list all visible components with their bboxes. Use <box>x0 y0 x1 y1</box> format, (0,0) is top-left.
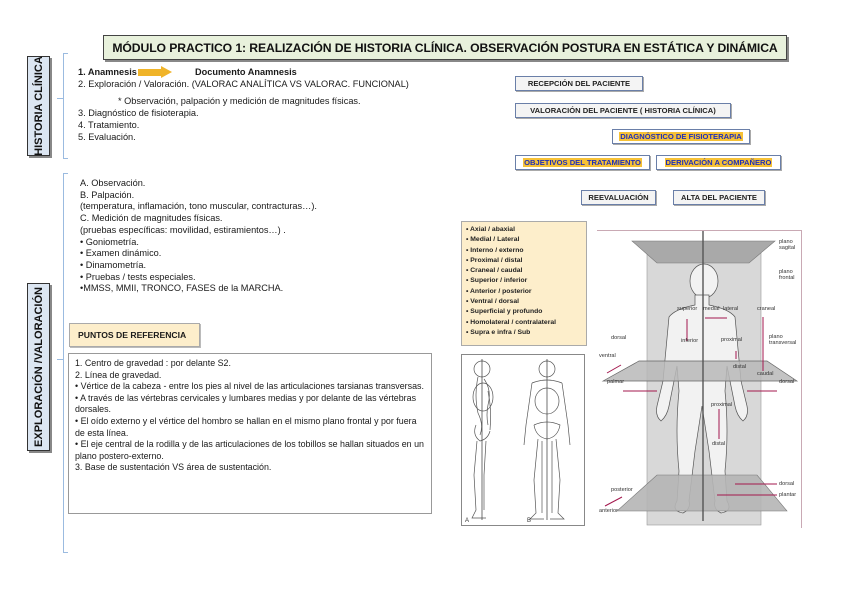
term-item: • Homolateral / contralateral <box>466 318 557 326</box>
reference-line: 1. Centro de gravedad : por delante S2. <box>75 358 231 368</box>
label-posterior: posterior <box>611 487 633 493</box>
exploracion-line: •MMSS, MMII, TRONCO, FASES de la MARCHA. <box>80 283 284 294</box>
term-item: • Interno / externo <box>466 246 524 254</box>
label-dorsal: dorsal <box>611 335 627 341</box>
label-distal-leg: distal <box>712 441 726 447</box>
term-item: • Superior / inferior <box>466 277 528 285</box>
label-palmar: palmar <box>607 379 625 385</box>
exploracion-line: C. Medición de magnitudes físicas. <box>80 213 223 224</box>
term-item: • Medial / Lateral <box>466 236 520 244</box>
section-label-exploracion-text: EXPLORACIÓN /VALORACIÓN <box>32 287 45 447</box>
exploracion-line: • Goniometría. <box>80 236 139 247</box>
label-dorsal-foot: dorsal <box>779 481 795 487</box>
historia-item-1-target: Documento Anamnesis <box>195 67 297 77</box>
historia-item-3: 3. Diagnóstico de fisioterapia. <box>78 108 199 119</box>
flow-alta: ALTA DEL PACIENTE <box>673 190 765 205</box>
label-plano-sagital: plano sagital <box>779 239 796 251</box>
exploracion-line: (temperatura, inflamación, tono muscular… <box>80 201 317 212</box>
label-craneal: craneal <box>757 306 776 312</box>
term-item: • Axial / abaxial <box>466 226 515 233</box>
exploracion-line: B. Palpación. <box>80 189 135 200</box>
anatomical-planes-image: plano sagital plano frontal superior med… <box>597 230 802 528</box>
label-anterior: anterior <box>599 508 618 514</box>
flow-derivacion-text: DERIVACIÓN A COMPAÑERO <box>664 158 773 167</box>
label-plantar: plantar <box>779 492 797 498</box>
exploracion-line: • Pruebas / tests especiales. <box>80 271 196 282</box>
section-label-historia: HISTORIA CLÍNICA <box>27 56 50 156</box>
term-item: • Supra e infra / Sub <box>466 328 531 336</box>
exploracion-line: (pruebas específicas: movilidad, estiram… <box>80 224 286 235</box>
flow-objetivos: OBJETIVOS DEL TRATAMIENTO <box>515 155 650 170</box>
term-item: • Anterior / posterior <box>466 287 532 295</box>
historia-note: * Observación, palpación y medición de m… <box>118 96 361 107</box>
label-proximal: proximal <box>721 337 743 343</box>
historia-item-2: 2. Exploración / Valoración. (VALORAC AN… <box>78 78 409 89</box>
term-item: • Superficial y profundo <box>466 308 543 316</box>
label-superior: superior <box>677 306 698 312</box>
flow-alta-text: ALTA DEL PACIENTE <box>681 193 757 202</box>
label-inferior: inferior <box>681 338 699 344</box>
label-medial: medial <box>703 306 720 312</box>
label-lateral: lateral <box>723 306 739 312</box>
svg-text:A: A <box>465 518 469 524</box>
skeleton-posture-image: A B <box>461 354 585 526</box>
exploracion-list: A. Observación. B. Palpación. (temperatu… <box>80 178 317 295</box>
term-item: • Craneal / caudal <box>466 267 523 275</box>
label-dorsal-hand: dorsal <box>779 379 795 385</box>
reference-line: • Vértice de la cabeza - entre los pies … <box>75 381 424 392</box>
flow-recepcion-text: RECEPCIÓN DEL PACIENTE <box>527 79 631 88</box>
section-label-exploracion: EXPLORACIÓN /VALORACIÓN <box>27 283 50 451</box>
bracket-historia <box>57 53 68 159</box>
label-plano-transversal: plano transversal <box>769 334 797 346</box>
reference-line: 3. Base de sustentación VS área de suste… <box>75 462 272 473</box>
reference-line: • El eje central de la rodilla y de las … <box>75 439 424 461</box>
historia-item-1: 1. Anamnesis <box>78 67 137 77</box>
flow-diagnostico-text: DIAGNÓSTICO DE FISIOTERAPIA <box>619 132 743 141</box>
label-proximal-leg: proximal <box>711 402 733 408</box>
label-distal: distal <box>733 364 747 370</box>
exploracion-line: • Examen dinámico. <box>80 248 162 259</box>
arrow-right-icon <box>138 66 172 79</box>
svg-text:B: B <box>527 518 531 524</box>
flow-reevaluacion: REEVALUACIÓN <box>581 190 656 205</box>
reference-points-title: PUNTOS DE REFERENCIA <box>69 323 200 347</box>
historia-item-4: 4. Tratamiento. <box>78 119 140 130</box>
flow-derivacion: DERIVACIÓN A COMPAÑERO <box>656 155 781 170</box>
reference-line: • A través de las vértebras cervicales y… <box>75 392 417 415</box>
term-item: • Proximal / distal <box>466 256 523 264</box>
skeleton-illustration-icon: A B <box>465 359 571 524</box>
exploracion-line: A. Observación. <box>80 178 146 188</box>
flow-diagnostico: DIAGNÓSTICO DE FISIOTERAPIA <box>612 129 750 144</box>
section-label-historia-text: HISTORIA CLÍNICA <box>32 56 45 156</box>
reference-line: 2. Línea de gravedad. <box>75 369 162 380</box>
flow-objetivos-text: OBJETIVOS DEL TRATAMIENTO <box>523 158 642 167</box>
label-ventral: ventral <box>599 353 616 359</box>
reference-points-box: 1. Centro de gravedad : por delante S2. … <box>68 353 432 514</box>
flow-valoracion: VALORACIÓN DEL PACIENTE ( HISTORIA CLÍNI… <box>515 103 731 118</box>
bracket-exploracion <box>57 173 68 553</box>
reference-line: • El oído externo y el vértice del hombr… <box>75 415 417 438</box>
term-item: • Ventral / dorsal <box>466 298 519 306</box>
exploracion-line: • Dinamometría. <box>80 259 147 270</box>
flow-reevaluacion-text: REEVALUACIÓN <box>588 193 649 202</box>
historia-item-5: 5. Evaluación. <box>78 131 136 142</box>
label-plano-frontal: plano frontal <box>779 269 795 281</box>
anatomical-planes-illustration-icon <box>601 231 799 526</box>
flow-valoracion-text: VALORACIÓN DEL PACIENTE ( HISTORIA CLÍNI… <box>530 106 716 115</box>
page-title: MÓDULO PRACTICO 1: REALIZACIÓN DE HISTOR… <box>103 35 787 60</box>
historia-list: 1. Anamnesis Documento Anamnesis 2. Expl… <box>78 66 409 143</box>
flow-recepcion: RECEPCIÓN DEL PACIENTE <box>515 76 643 91</box>
label-caudal: caudal <box>757 371 774 377</box>
anatomical-terms-box: • Axial / abaxial • Medial / Lateral • I… <box>461 221 587 346</box>
